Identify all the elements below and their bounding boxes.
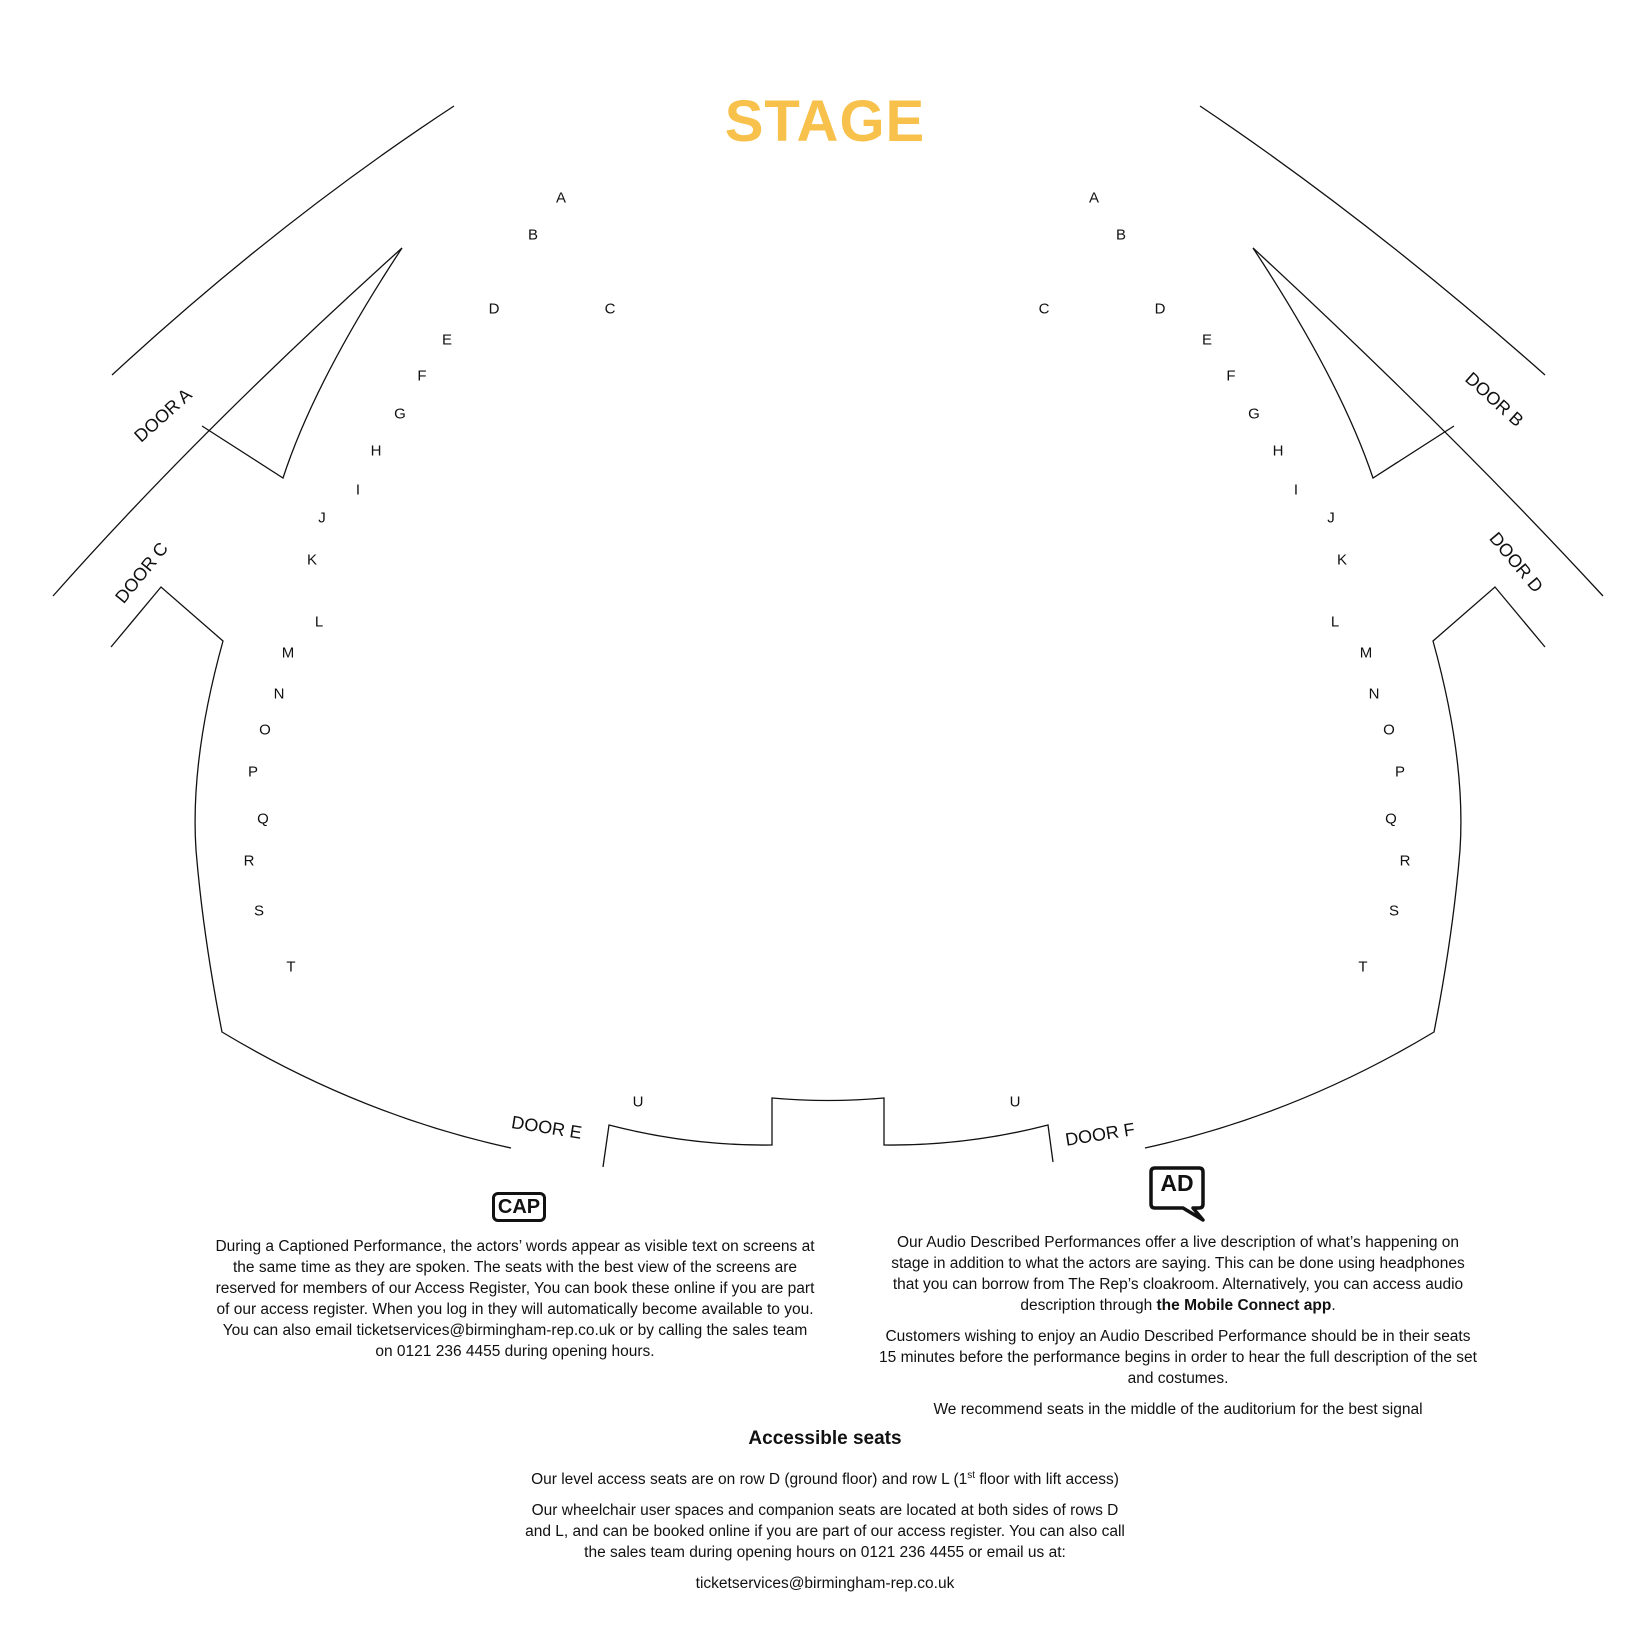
row-label-right-a: A	[1088, 189, 1100, 207]
accessible-email[interactable]: ticketservices@birmingham-rep.co.uk	[695, 1575, 955, 1593]
accessible-p1-sup: st	[967, 1470, 976, 1481]
row-label-left-t: T	[286, 958, 296, 976]
row-label-left-m: M	[281, 644, 295, 662]
block-left	[201, 247, 403, 480]
row-label-left-o: O	[259, 721, 271, 739]
stage-label: STAGE	[724, 89, 926, 154]
row-label-right-b: B	[1115, 226, 1127, 244]
row-label-right-l: L	[1330, 613, 1340, 631]
row-label-left-s: S	[253, 902, 265, 920]
block-right	[1252, 247, 1455, 479]
accessible-p1: Our level access seats are on row D (gro…	[525, 1465, 1125, 1490]
audio-described-icon-text: AD	[1160, 1170, 1194, 1196]
row-label-left-e: E	[441, 331, 453, 349]
row-label-right-e: E	[1201, 331, 1213, 349]
accessible-p1-b: floor with lift access)	[975, 1471, 1119, 1489]
row-label-right-m: M	[1359, 644, 1373, 662]
row-label-left-b: B	[527, 226, 539, 244]
row-label-left-j: J	[318, 509, 326, 527]
accessible-seats-description: Our level access seats are on row D (gro…	[525, 1465, 1125, 1604]
row-label-right-d: D	[1154, 300, 1166, 318]
row-label-right-u: U	[1009, 1093, 1021, 1111]
accessible-seats-title: Accessible seats	[748, 1428, 902, 1449]
audio-described-description: Our Audio Described Performances offer a…	[878, 1232, 1478, 1430]
row-label-left-a: A	[555, 189, 567, 207]
row-label-right-o: O	[1383, 721, 1395, 739]
wall-left-side	[110, 586, 512, 1149]
wall-left-middle	[52, 247, 403, 597]
captioned-description: During a Captioned Performance, the acto…	[215, 1236, 815, 1372]
captioned-text: During a Captioned Performance, the acto…	[215, 1238, 815, 1360]
row-label-left-n: N	[273, 685, 285, 703]
row-label-right-r: R	[1399, 852, 1411, 870]
row-label-right-i: I	[1293, 481, 1299, 499]
row-label-left-l: L	[314, 613, 324, 631]
wall-left-outer	[111, 105, 455, 376]
row-label-right-f: F	[1226, 367, 1236, 385]
row-label-left-g: G	[394, 405, 406, 423]
row-label-right-n: N	[1368, 685, 1380, 703]
audio-described-p2: Customers wishing to enjoy an Audio Desc…	[879, 1328, 1477, 1387]
accessible-p1-a: Our level access seats are on row D (gro…	[531, 1471, 968, 1489]
row-label-right-q: Q	[1385, 810, 1397, 828]
row-label-right-j: J	[1327, 509, 1335, 527]
row-label-right-g: G	[1248, 405, 1260, 423]
row-label-left-f: F	[417, 367, 427, 385]
row-label-right-t: T	[1358, 958, 1368, 976]
audio-described-p3: We recommend seats in the middle of the …	[933, 1401, 1423, 1418]
audio-described-p1: Our Audio Described Performances offer a…	[878, 1232, 1478, 1316]
row-label-left-c: C	[604, 300, 616, 318]
wall-right-side	[1144, 586, 1546, 1149]
accessible-p2: Our wheelchair user spaces and companion…	[525, 1502, 1125, 1562]
row-label-right-c: C	[1038, 300, 1050, 318]
row-label-left-q: Q	[257, 810, 269, 828]
speech-bubble-icon	[1149, 1166, 1205, 1222]
captioned-icon-text: CAP	[497, 1196, 541, 1218]
row-label-left-u: U	[632, 1093, 644, 1111]
row-label-left-k: K	[306, 551, 318, 569]
row-label-right-p: P	[1394, 763, 1406, 781]
row-label-left-i: I	[355, 481, 361, 499]
wall-right-middle	[1252, 247, 1604, 597]
row-label-left-p: P	[247, 763, 259, 781]
row-label-left-h: H	[370, 442, 382, 460]
mobile-connect-app-link[interactable]: the Mobile Connect app	[1156, 1297, 1332, 1314]
row-label-right-s: S	[1388, 902, 1400, 920]
captioned-icon: CAP	[492, 1192, 546, 1222]
audio-described-p1-text: Our Audio Described Performances offer a…	[891, 1234, 1465, 1314]
row-label-left-d: D	[488, 300, 500, 318]
row-label-right-h: H	[1272, 442, 1284, 460]
back-wall	[602, 1097, 1054, 1168]
wall-right-outer	[1199, 105, 1546, 376]
audio-described-p1-end: .	[1331, 1297, 1336, 1314]
row-label-left-r: R	[243, 852, 255, 870]
auditorium-plan	[52, 105, 1604, 1168]
row-label-right-k: K	[1336, 551, 1348, 569]
audio-described-icon: AD	[1149, 1166, 1205, 1226]
